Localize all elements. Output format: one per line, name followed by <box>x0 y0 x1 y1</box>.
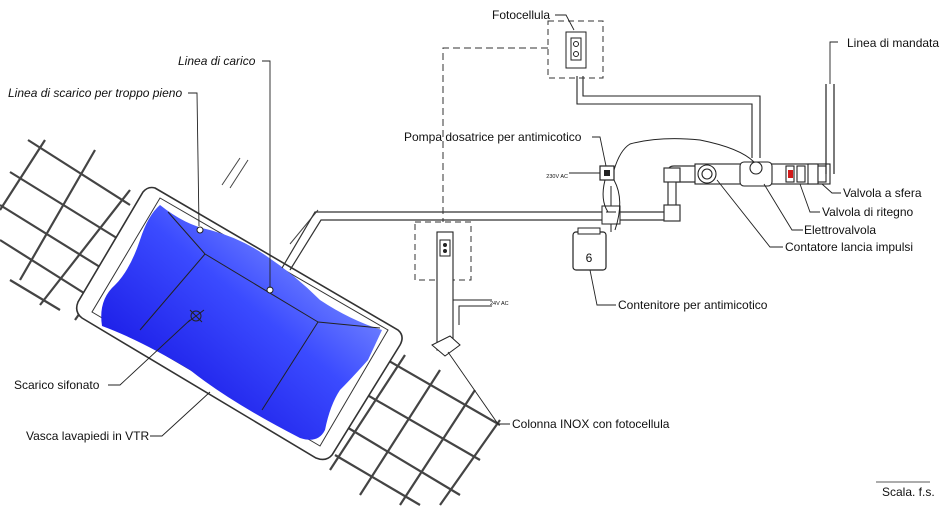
supply-pipe <box>281 165 695 271</box>
label-contenitore: Contenitore per antimicotico <box>618 298 768 312</box>
dosing-tee <box>601 186 621 232</box>
label-vasca: Vasca lavapiedi in VTR <box>26 429 150 443</box>
dosing-pump <box>569 138 755 231</box>
foot-bath-tub <box>75 186 403 461</box>
label-contatore: Contatore lancia impulsi <box>785 240 913 254</box>
label-fotocellula: Fotocellula <box>492 8 550 22</box>
photocell-wiring <box>576 76 761 158</box>
inox-column <box>414 221 492 357</box>
label-linea-scarico: Linea di scarico per troppo pieno <box>8 86 182 100</box>
label-valvola-ritegno: Valvola di ritegno <box>822 205 913 219</box>
water-surface <box>101 205 382 440</box>
delivery-line <box>825 84 835 174</box>
floor-grating-left <box>0 139 131 321</box>
label-scala: Scala. f.s. <box>882 485 935 499</box>
label-linea-carico: Linea di carico <box>178 54 256 68</box>
check-valve-marker <box>788 170 793 178</box>
floor-grating-right <box>329 349 501 506</box>
label-24v: 24V AC <box>490 301 509 307</box>
label-linea-mandata: Linea di mandata <box>847 36 939 50</box>
counter-and-valves <box>694 161 831 187</box>
label-scarico-sifonato: Scarico sifonato <box>14 378 100 392</box>
leader-lines <box>108 14 841 437</box>
photocell-reference-line <box>442 47 548 222</box>
antifungal-container: 6 <box>572 227 607 271</box>
label-pompa: Pompa dosatrice per antimicotico <box>404 130 582 144</box>
svg-text:6: 6 <box>586 251 593 265</box>
label-elettrovalvola: Elettrovalvola <box>804 223 876 237</box>
label-colonna: Colonna INOX con fotocellula <box>512 417 670 431</box>
label-valvola-sfera: Valvola a sfera <box>843 186 922 200</box>
photocell-detail <box>547 20 604 79</box>
label-230v: 230V AC <box>546 174 568 180</box>
